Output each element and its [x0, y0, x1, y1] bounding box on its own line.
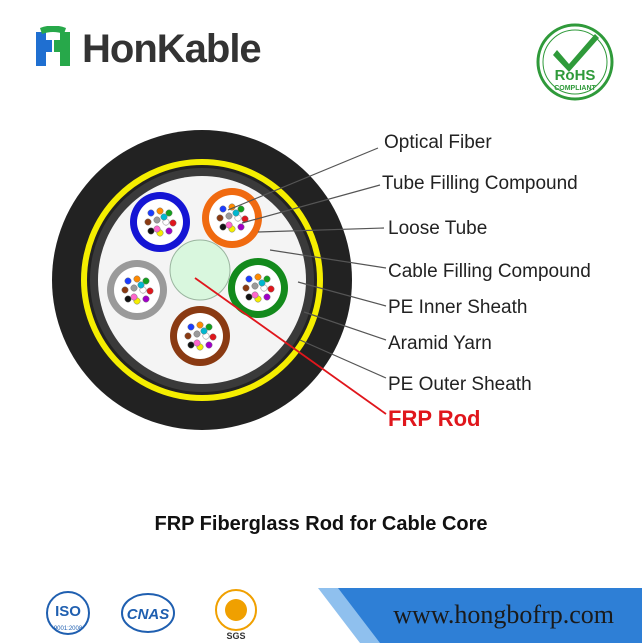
optical-fiber [209, 333, 217, 341]
brand-logo: HonKable [30, 26, 262, 72]
optical-fiber [254, 273, 262, 281]
optical-fiber [137, 281, 145, 289]
iso-cert-icon: ISO 9001:2008 [46, 591, 90, 635]
loose-tube-gray [107, 260, 167, 320]
tube-filling-compound [235, 265, 281, 311]
brand-mark-icon [36, 26, 70, 66]
optical-fiber [237, 205, 245, 213]
label-aramid-yarn: Aramid Yarn [388, 333, 492, 354]
optical-fiber [205, 341, 213, 349]
sgs-cert-label: SGS [226, 631, 245, 641]
label-pe-inner-sheath: PE Inner Sheath [388, 297, 528, 318]
optical-fiber [165, 209, 173, 217]
optical-fiber [263, 293, 271, 301]
optical-fiber [187, 341, 195, 349]
optical-fiber [124, 277, 132, 285]
diagram-caption: FRP Fiberglass Rod for Cable Core [154, 513, 488, 535]
optical-fiber [165, 227, 173, 235]
optical-fiber [142, 295, 150, 303]
label-cable-filling-compound: Cable Filling Compound [388, 261, 591, 282]
leader-frp-rod [194, 277, 387, 415]
optical-fiber [232, 209, 240, 217]
label-pe-outer-sheath: PE Outer Sheath [388, 374, 532, 395]
optical-fiber [242, 284, 250, 292]
label-optical-fiber: Optical Fiber [384, 132, 492, 153]
leader-tube-filling [241, 184, 381, 224]
optical-fiber [146, 287, 154, 295]
label-loose-tube: Loose Tube [388, 218, 488, 239]
optical-fiber [184, 332, 192, 340]
rohs-badge-top: RoHS [555, 67, 596, 84]
optical-fiber [193, 330, 201, 338]
optical-fiber [251, 291, 259, 299]
optical-fiber [219, 223, 227, 231]
optical-fiber [245, 293, 253, 301]
leader-optical-fiber [227, 147, 379, 211]
optical-fiber [196, 321, 204, 329]
rohs-badge: RoHS COMPLIANT [535, 22, 615, 107]
optical-fiber [258, 279, 266, 287]
optical-fiber [133, 275, 141, 283]
optical-fiber [245, 275, 253, 283]
optical-fiber [225, 221, 233, 229]
leader-aramid-yarn [303, 311, 387, 341]
optical-fiber [267, 285, 275, 293]
tube-filling-compound [209, 195, 255, 241]
iso-cert-sub: 9001:2008 [54, 626, 83, 632]
iso-cert-label: ISO [55, 603, 81, 620]
optical-fiber [193, 339, 201, 347]
optical-fiber [219, 205, 227, 213]
tube-filling-compound [137, 199, 183, 245]
optical-fiber [205, 323, 213, 331]
frp-rod-core [169, 239, 231, 301]
loose-tube-brown [170, 306, 230, 366]
loose-tube-blue [130, 192, 190, 252]
leader-loose-tube [257, 227, 385, 233]
optical-fiber [144, 218, 152, 226]
loose-tube-orange [202, 188, 262, 248]
optical-fiber [237, 223, 245, 231]
optical-fiber [156, 207, 164, 215]
cnas-cert-icon: CNAS [121, 593, 175, 633]
footer-url: www.hongbofrp.com [393, 600, 614, 629]
optical-fiber [216, 214, 224, 222]
sgs-cert-icon: SGS [215, 589, 257, 641]
optical-fiber [147, 209, 155, 217]
optical-fiber [153, 216, 161, 224]
cnas-cert-label: CNAS [127, 606, 170, 623]
optical-fiber [130, 293, 138, 301]
optical-fiber [142, 277, 150, 285]
tube-filling-compound [114, 267, 160, 313]
optical-fiber [225, 212, 233, 220]
brand-name: HonKable [82, 26, 262, 71]
footer-band: ISO 9001:2008 CNAS SGS [0, 588, 642, 643]
optical-fiber [121, 286, 129, 294]
leader-cable-filling [269, 249, 387, 269]
loose-tube-green [228, 258, 288, 318]
cable-cross-section [52, 130, 387, 430]
aramid-yarn-ring [81, 159, 323, 401]
optical-fiber [251, 282, 259, 290]
optical-fiber [147, 227, 155, 235]
optical-fiber [169, 219, 177, 227]
rohs-badge-bottom: COMPLIANT [554, 85, 596, 92]
leader-inner-sheath [297, 281, 387, 307]
optical-fiber [187, 323, 195, 331]
optical-fiber [130, 284, 138, 292]
optical-fiber [200, 327, 208, 335]
optical-fiber [153, 225, 161, 233]
tube-filling-compound [177, 313, 223, 359]
checkmark-icon [553, 34, 599, 72]
optical-fiber [263, 275, 271, 283]
leader-outer-sheath [299, 339, 387, 379]
optical-fiber [160, 213, 168, 221]
label-tube-filling-compound: Tube Filling Compound [382, 173, 578, 194]
leader-lines [227, 147, 387, 379]
label-frp-rod: FRP Rod [388, 406, 481, 431]
loose-tubes [107, 188, 288, 366]
optical-fiber [124, 295, 132, 303]
